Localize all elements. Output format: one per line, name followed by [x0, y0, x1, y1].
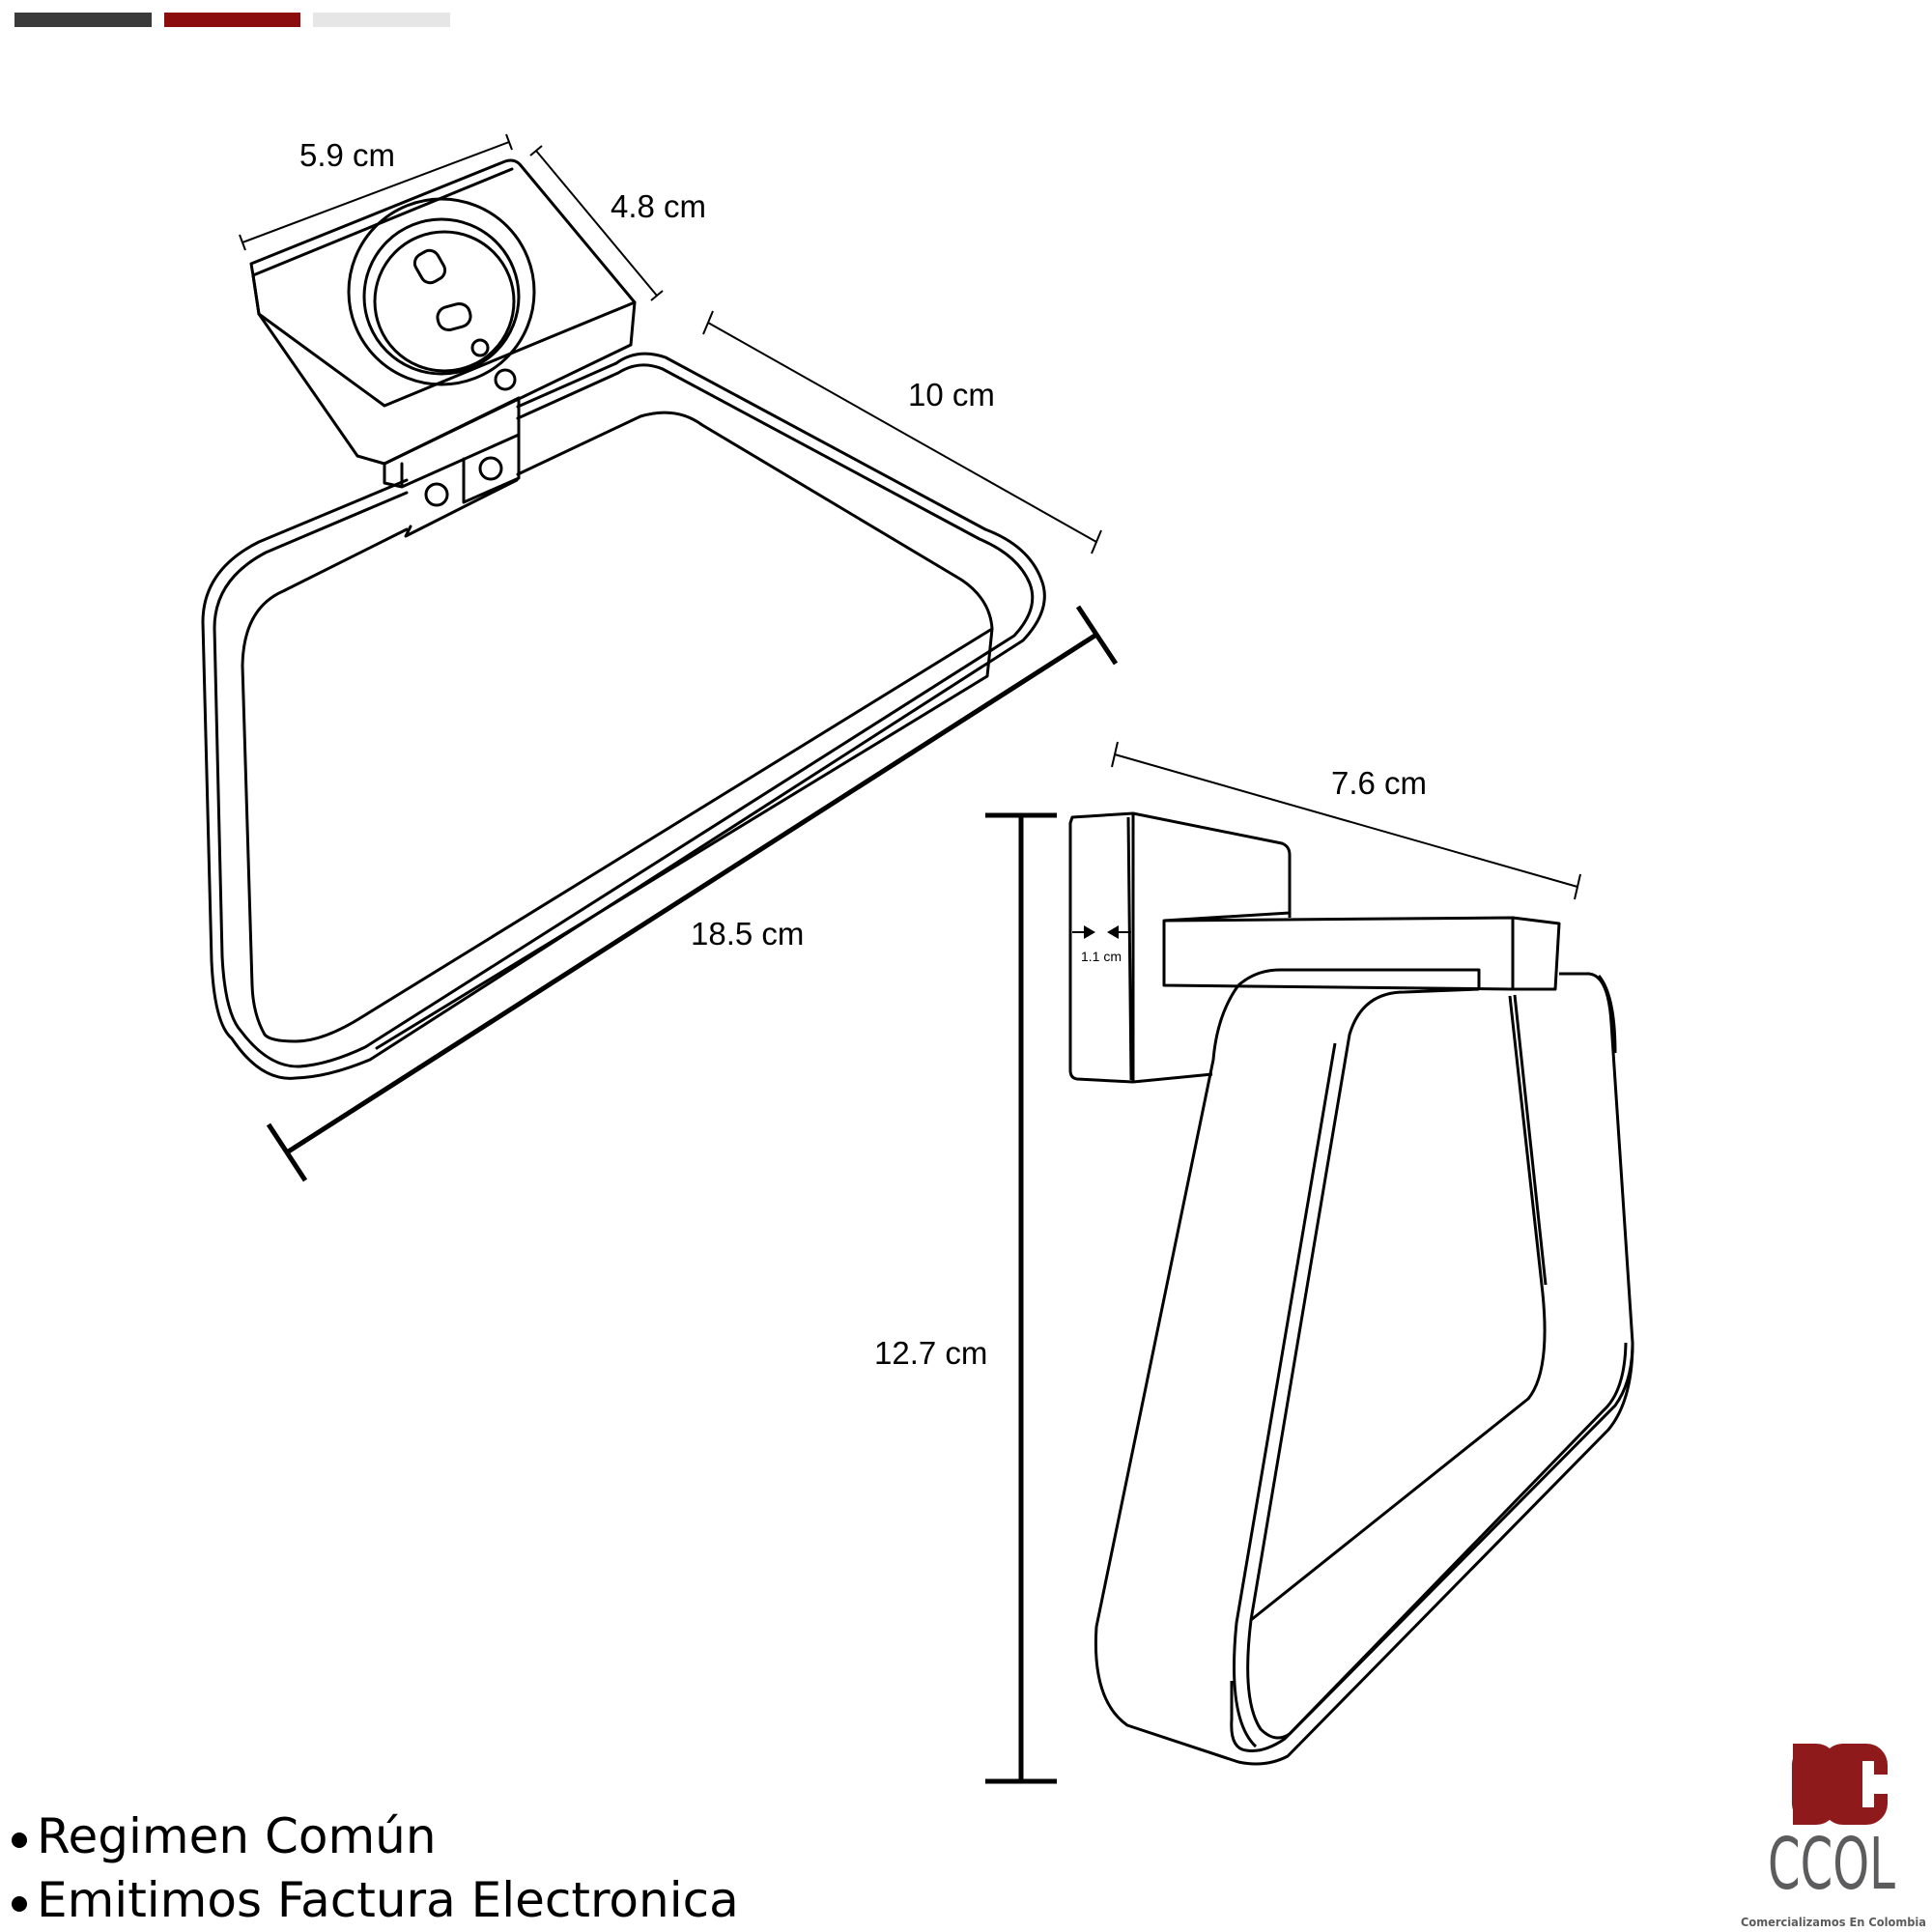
side-ring-inner-2: [1233, 994, 1548, 1748]
label-plate-depth: 4.8 cm: [611, 188, 706, 224]
color-bar-light: [313, 13, 450, 27]
screw-slot-icon: [412, 248, 447, 285]
color-bar-red: [164, 13, 300, 27]
arrow-icon: [1084, 925, 1119, 939]
label-plate-width: 5.9 cm: [299, 137, 395, 173]
side-plate: [1068, 811, 1292, 1084]
note-text: Emitimos Factura Electronica: [37, 1872, 739, 1928]
dim-line-height: [985, 812, 1057, 1784]
screw-icon: [424, 482, 449, 507]
bullet-icon: [12, 1832, 27, 1848]
dim-line-plate-depth: [529, 145, 664, 301]
connector-block: [383, 396, 521, 538]
ring-outer-outline-2: [213, 363, 1035, 1068]
label-height: 12.7 cm: [874, 1335, 987, 1371]
note-item: Regimen Común: [12, 1804, 739, 1868]
color-bar-dark: [14, 13, 152, 27]
logo-name: CCOL: [1768, 1823, 1895, 1906]
bullet-icon: [12, 1895, 27, 1912]
label-ring-length: 18.5 cm: [691, 916, 804, 952]
mount-plate: [249, 158, 637, 466]
note-text: Regimen Común: [37, 1808, 437, 1864]
label-projection: 7.6 cm: [1331, 765, 1427, 801]
set-screw-icon: [494, 368, 517, 391]
note-item: Emitimos Factura Electronica: [12, 1868, 739, 1932]
side-arm: [1162, 911, 1561, 991]
logo-tagline: Comercializamos En Colombia: [1741, 1916, 1926, 1929]
ring-inner-edge: [375, 627, 994, 1050]
label-thickness: 1.1 cm: [1081, 949, 1122, 964]
notes-list: Regimen Común Emitimos Factura Electroni…: [12, 1804, 739, 1932]
logo-mark: [1792, 1744, 1888, 1825]
side-ring-outer: [1094, 968, 1634, 1766]
ring-outer-outline: [201, 352, 1046, 1080]
mount-ring-outer: [347, 197, 536, 386]
dim-line-ring-length: [266, 605, 1119, 1182]
set-screw-icon: [470, 338, 490, 357]
mount-ring-inner-2: [373, 230, 516, 373]
label-ring-side: 10 cm: [908, 377, 995, 412]
side-ring-inner: [1246, 987, 1634, 1740]
mount-ring-inner: [362, 217, 521, 376]
dim-line-projection: [1111, 741, 1581, 900]
mount-plate-top-edge: [251, 167, 637, 408]
dim-line-plate-width: [239, 133, 513, 251]
screw-slot-icon: [436, 301, 472, 332]
ccol-logo: CCOL Comercializamos En Colombia: [1741, 1744, 1926, 1929]
screw-icon: [478, 456, 503, 481]
side-ring-outer-2: [1230, 975, 1628, 1752]
dim-line-ring-side: [702, 310, 1102, 554]
side-plate-front-edge: [1126, 816, 1133, 1081]
ring-inner-outline: [241, 411, 994, 1043]
